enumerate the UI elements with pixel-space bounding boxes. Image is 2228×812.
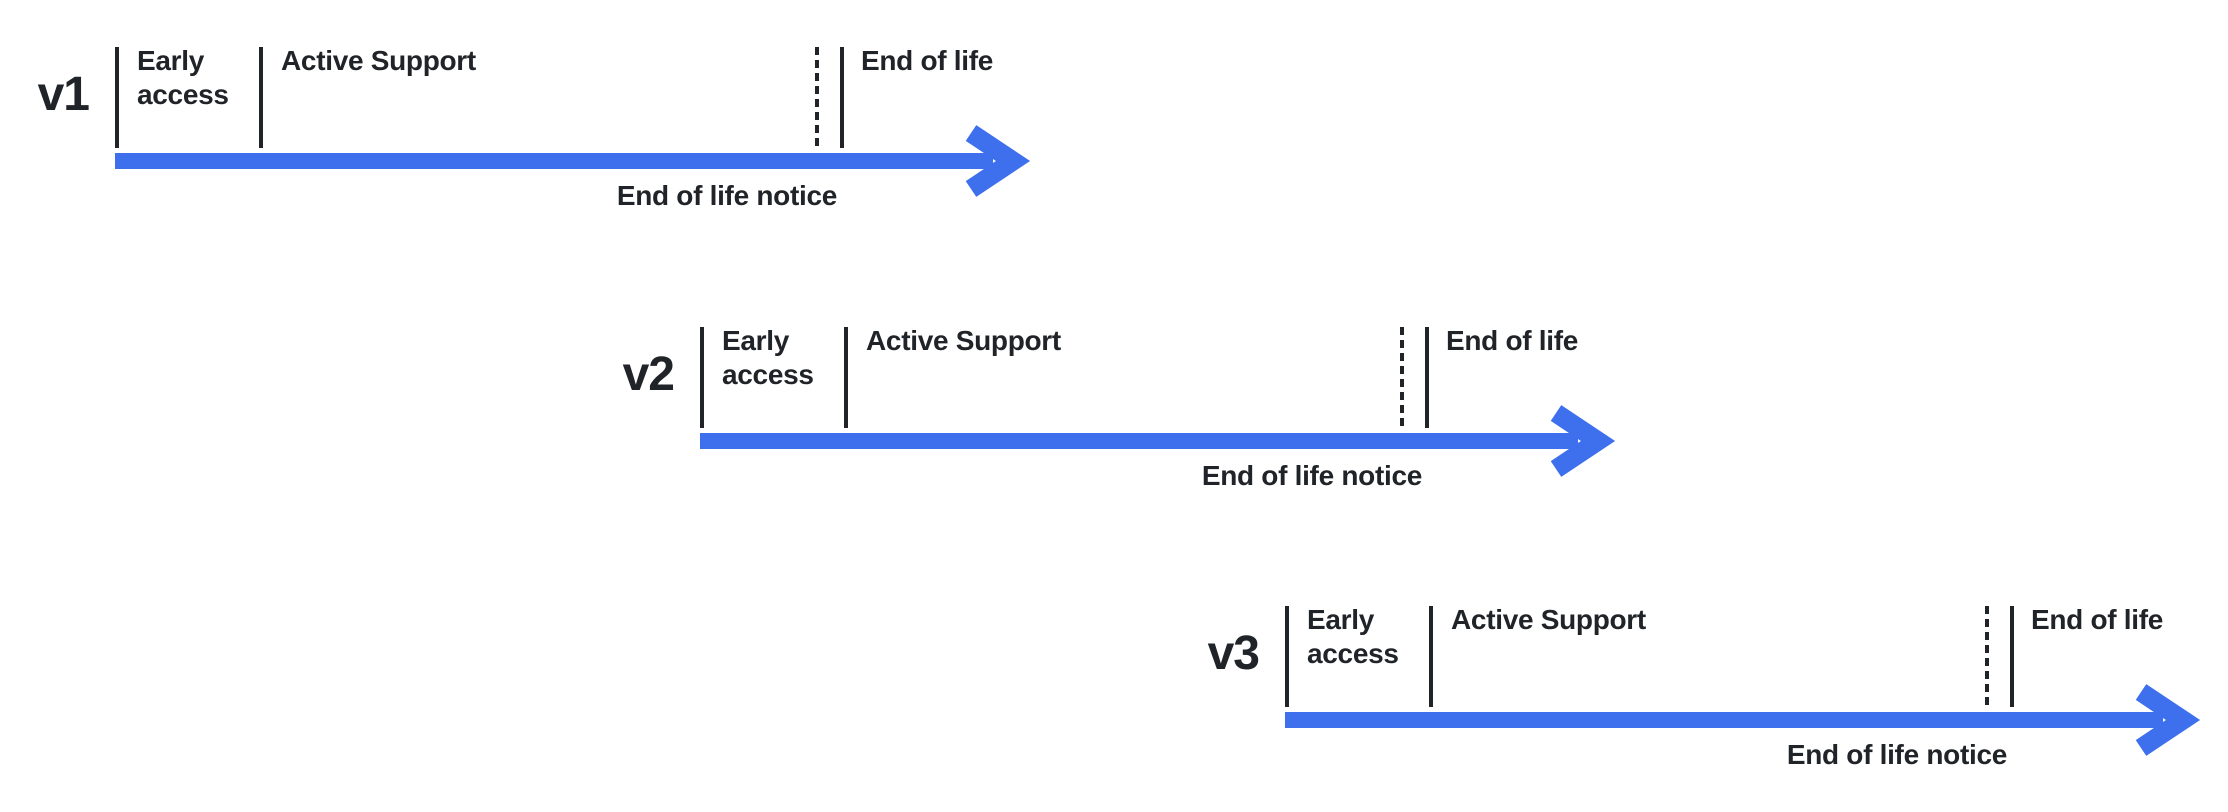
active-support-label: Active Support (281, 45, 476, 76)
active-support-label: Active Support (866, 325, 1061, 356)
timeline-arrow (700, 405, 1616, 477)
version-label: v2 (622, 348, 675, 401)
active-support-label: Active Support (1451, 604, 1646, 635)
version-label: v1 (37, 68, 90, 121)
end-of-life-notice-dashed-tick (1400, 327, 1404, 428)
early-access-start-tick (115, 47, 119, 148)
early-access-start-tick (700, 327, 704, 428)
end-of-life-notice-label: End of life notice (1201, 460, 1422, 491)
end-of-life-notice-label: End of life notice (1786, 739, 2007, 770)
timeline-row-v3: v3 Early access Active Support End of li… (1187, 604, 2227, 781)
early-access-start-tick (1285, 606, 1289, 707)
early-access-label: Early access (137, 45, 229, 110)
end-of-life-notice-label: End of life notice (616, 180, 837, 211)
early-access-label: Early access (1307, 604, 1399, 669)
end-of-life-tick (840, 47, 844, 148)
end-of-life-label: End of life (861, 45, 994, 76)
active-support-start-tick (259, 47, 263, 148)
end-of-life-label: End of life (1446, 325, 1579, 356)
timeline-row-v1: v1 Early access Active Support End of li… (17, 45, 1057, 222)
end-of-life-notice-dashed-tick (1985, 606, 1989, 707)
active-support-start-tick (844, 327, 848, 428)
active-support-start-tick (1429, 606, 1433, 707)
end-of-life-tick (1425, 327, 1429, 428)
end-of-life-notice-dashed-tick (815, 47, 819, 148)
timeline-arrow (1285, 684, 2201, 756)
end-of-life-label: End of life (2031, 604, 2164, 635)
version-label: v3 (1207, 627, 1260, 680)
end-of-life-tick (2010, 606, 2014, 707)
timeline-arrow (115, 125, 1031, 197)
timeline-row-v2: v2 Early access Active Support End of li… (602, 325, 1642, 502)
early-access-label: Early access (722, 325, 814, 390)
